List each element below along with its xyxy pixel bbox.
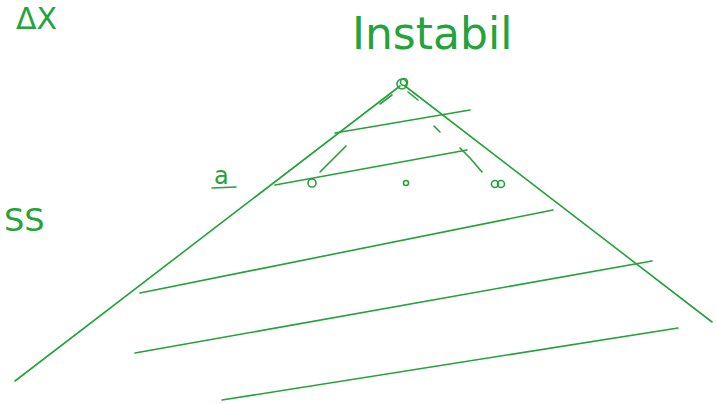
layer-line	[222, 328, 678, 400]
right-slope	[405, 86, 712, 322]
ball	[397, 79, 407, 89]
side-label: SS	[4, 204, 45, 236]
motion-stroke	[460, 148, 482, 172]
ball	[308, 179, 316, 187]
layer-line	[140, 210, 553, 293]
ball	[498, 181, 505, 188]
delta-label: ΔX	[16, 4, 57, 34]
layer-line	[135, 261, 652, 353]
motion-stroke	[434, 126, 440, 132]
motion-stroke	[408, 92, 418, 100]
layer-line	[335, 110, 470, 133]
ball	[404, 181, 409, 186]
left-slope	[15, 86, 400, 381]
ball	[401, 79, 408, 86]
variable-label: a	[214, 164, 229, 188]
title-word: Instabil	[352, 12, 512, 56]
layer-line	[275, 150, 467, 185]
motion-stroke	[320, 146, 346, 172]
motion-stroke	[380, 95, 392, 104]
